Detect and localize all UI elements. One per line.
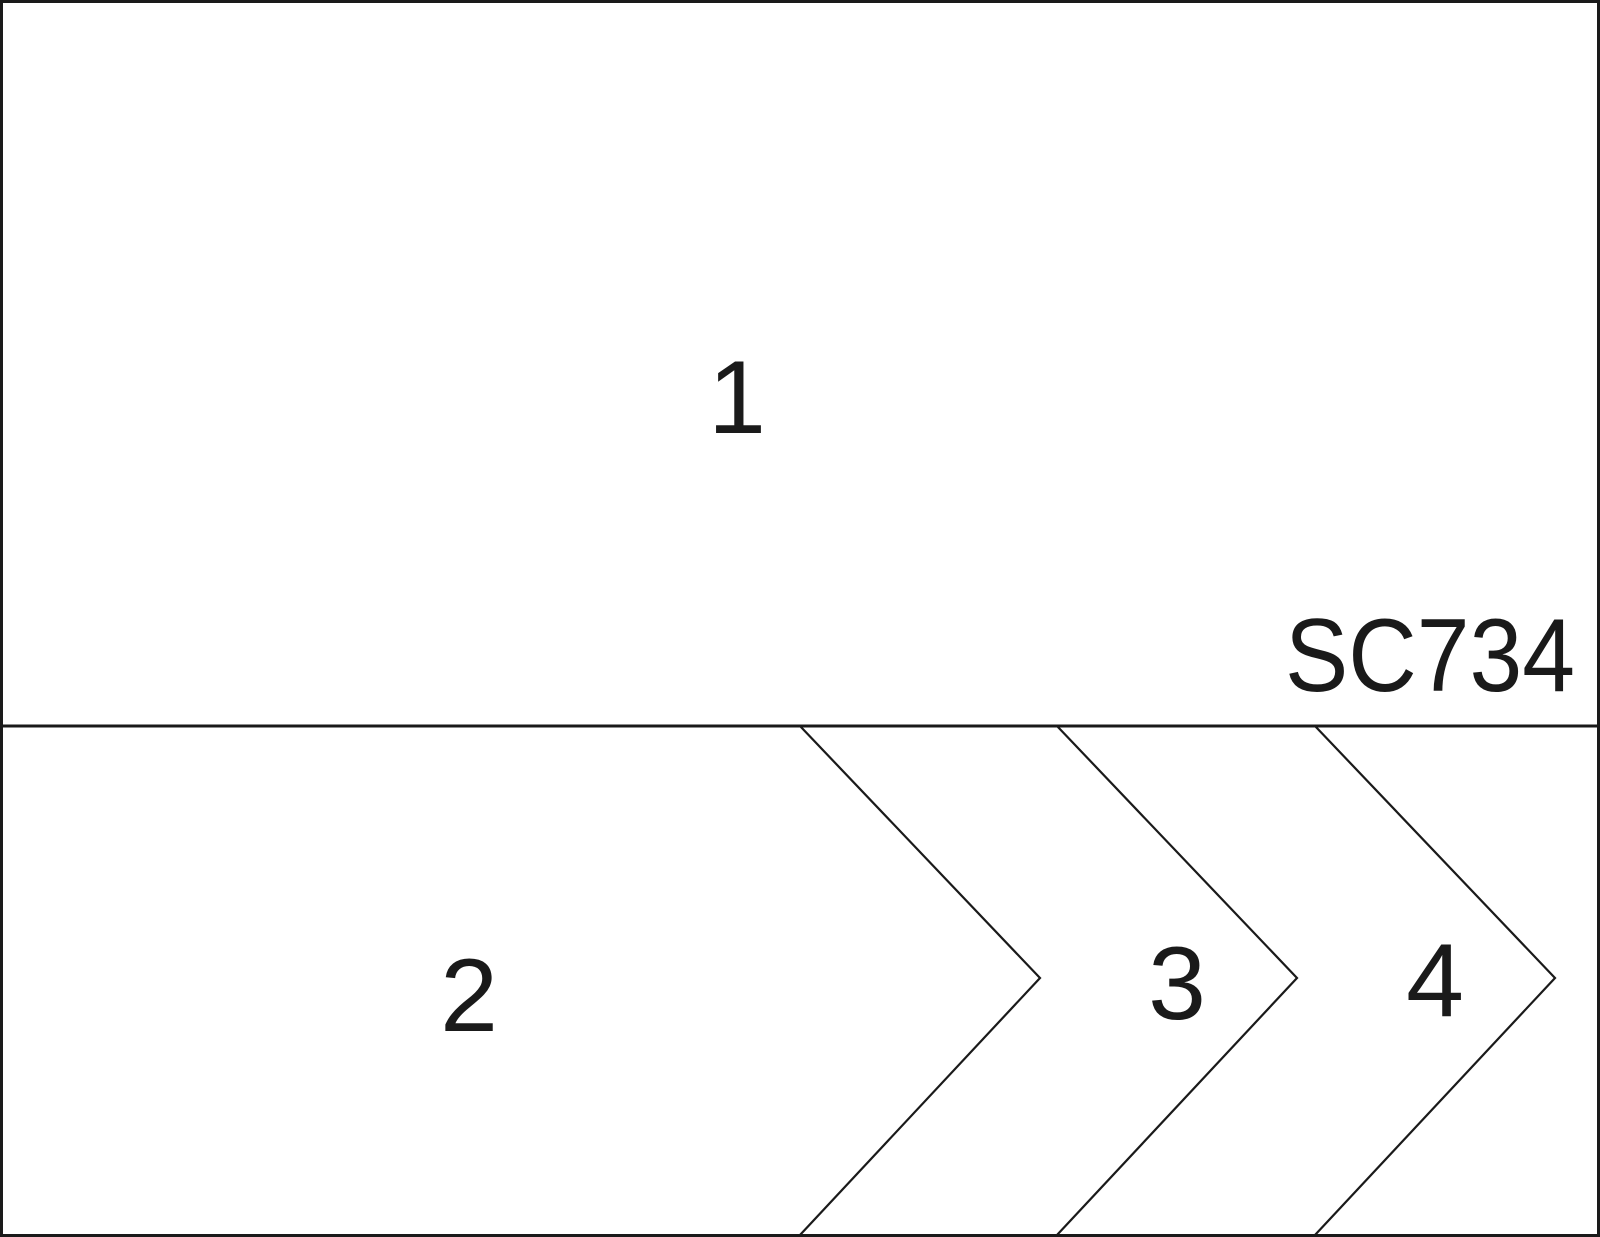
chevron-4-outline xyxy=(1314,725,1557,1236)
panel-4-label: 4 xyxy=(1406,923,1464,1039)
panel-3-label: 3 xyxy=(1148,926,1206,1042)
chevron-2-outline xyxy=(799,725,1042,1236)
panel-1-label: 1 xyxy=(708,340,766,456)
panel-2-label: 2 xyxy=(440,938,498,1054)
sketch-code-label: SC734 xyxy=(1285,598,1575,714)
chevron-3-outline xyxy=(1056,725,1299,1236)
